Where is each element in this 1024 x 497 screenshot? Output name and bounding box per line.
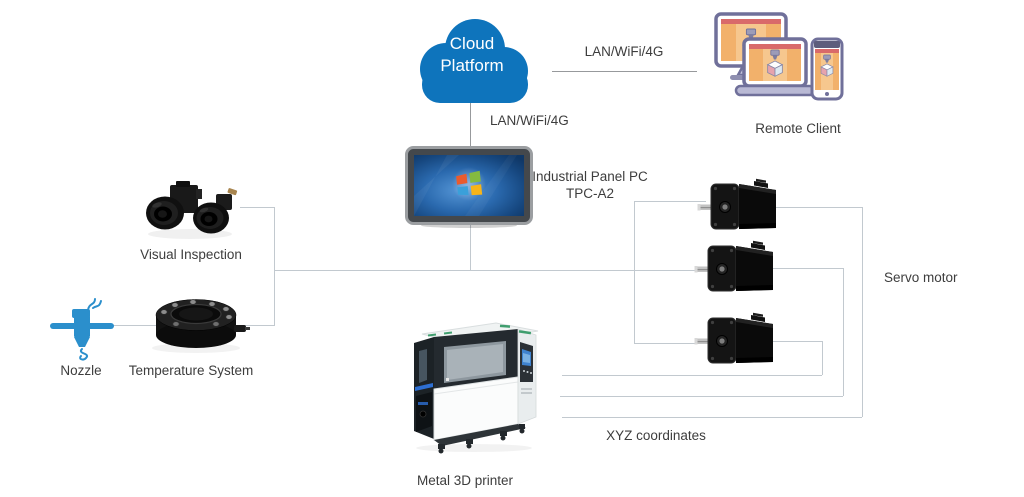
connector-line — [862, 207, 863, 417]
panel-pc-icon — [405, 146, 533, 228]
cloud-label-line2: Platform — [440, 56, 504, 76]
remote-client-label: Remote Client — [755, 121, 841, 136]
connector-line — [770, 341, 822, 342]
panel-pc-label-line2: TPC-A2 — [565, 185, 614, 201]
visual-inspection-icon — [146, 181, 238, 239]
servo-motor-label: Servo motor — [884, 270, 958, 285]
connector-line — [560, 396, 843, 397]
servo-motor-icon — [694, 240, 773, 292]
lan-wifi-label-mid: LAN/WiFi/4G — [490, 113, 569, 128]
camera-lens-icon — [193, 202, 229, 234]
servo-motor-icon — [697, 178, 776, 230]
nozzle-label: Nozzle — [60, 363, 102, 378]
visual-inspection-label: Visual Inspection — [140, 247, 242, 262]
connector-line — [112, 325, 160, 326]
nozzle-icon — [50, 298, 114, 361]
connector-line — [470, 224, 471, 270]
connector-line — [274, 207, 275, 325]
windows-logo-icon — [456, 170, 483, 196]
connector-line — [770, 268, 843, 269]
connector-line — [244, 325, 275, 326]
connector-line — [240, 207, 275, 208]
connector-line — [562, 375, 822, 376]
connector-line — [562, 417, 862, 418]
connector-line — [843, 268, 844, 396]
servo-motor-icon — [694, 312, 773, 364]
connector-line — [634, 201, 706, 202]
connector-line — [274, 270, 698, 271]
connector-line — [552, 71, 697, 72]
temperature-system-label: Temperature System — [128, 363, 254, 378]
camera-lens-icon — [146, 196, 184, 230]
connector-line — [470, 100, 471, 149]
xyz-coordinates-label: XYZ coordinates — [606, 428, 706, 443]
panel-pc-label-line1: Industrial Panel PC — [532, 169, 648, 184]
connector-line — [822, 341, 823, 375]
cloud-label-line1: Cloud — [449, 34, 495, 53]
remote-client-icon — [714, 12, 844, 101]
connector-line — [772, 207, 862, 208]
lan-wifi-label-top: LAN/WiFi/4G — [584, 44, 664, 59]
panel-pc-label: Industrial Panel PC TPC-A2 — [532, 169, 648, 203]
connector-line — [634, 343, 706, 344]
metal-3d-printer-label: Metal 3D printer — [416, 473, 514, 488]
connector-line — [634, 201, 635, 343]
printer-icon — [414, 322, 539, 454]
cloud-label: Cloud Platform — [413, 33, 531, 77]
cloud-icon — [420, 19, 528, 103]
temperature-sensor-icon — [152, 299, 250, 353]
